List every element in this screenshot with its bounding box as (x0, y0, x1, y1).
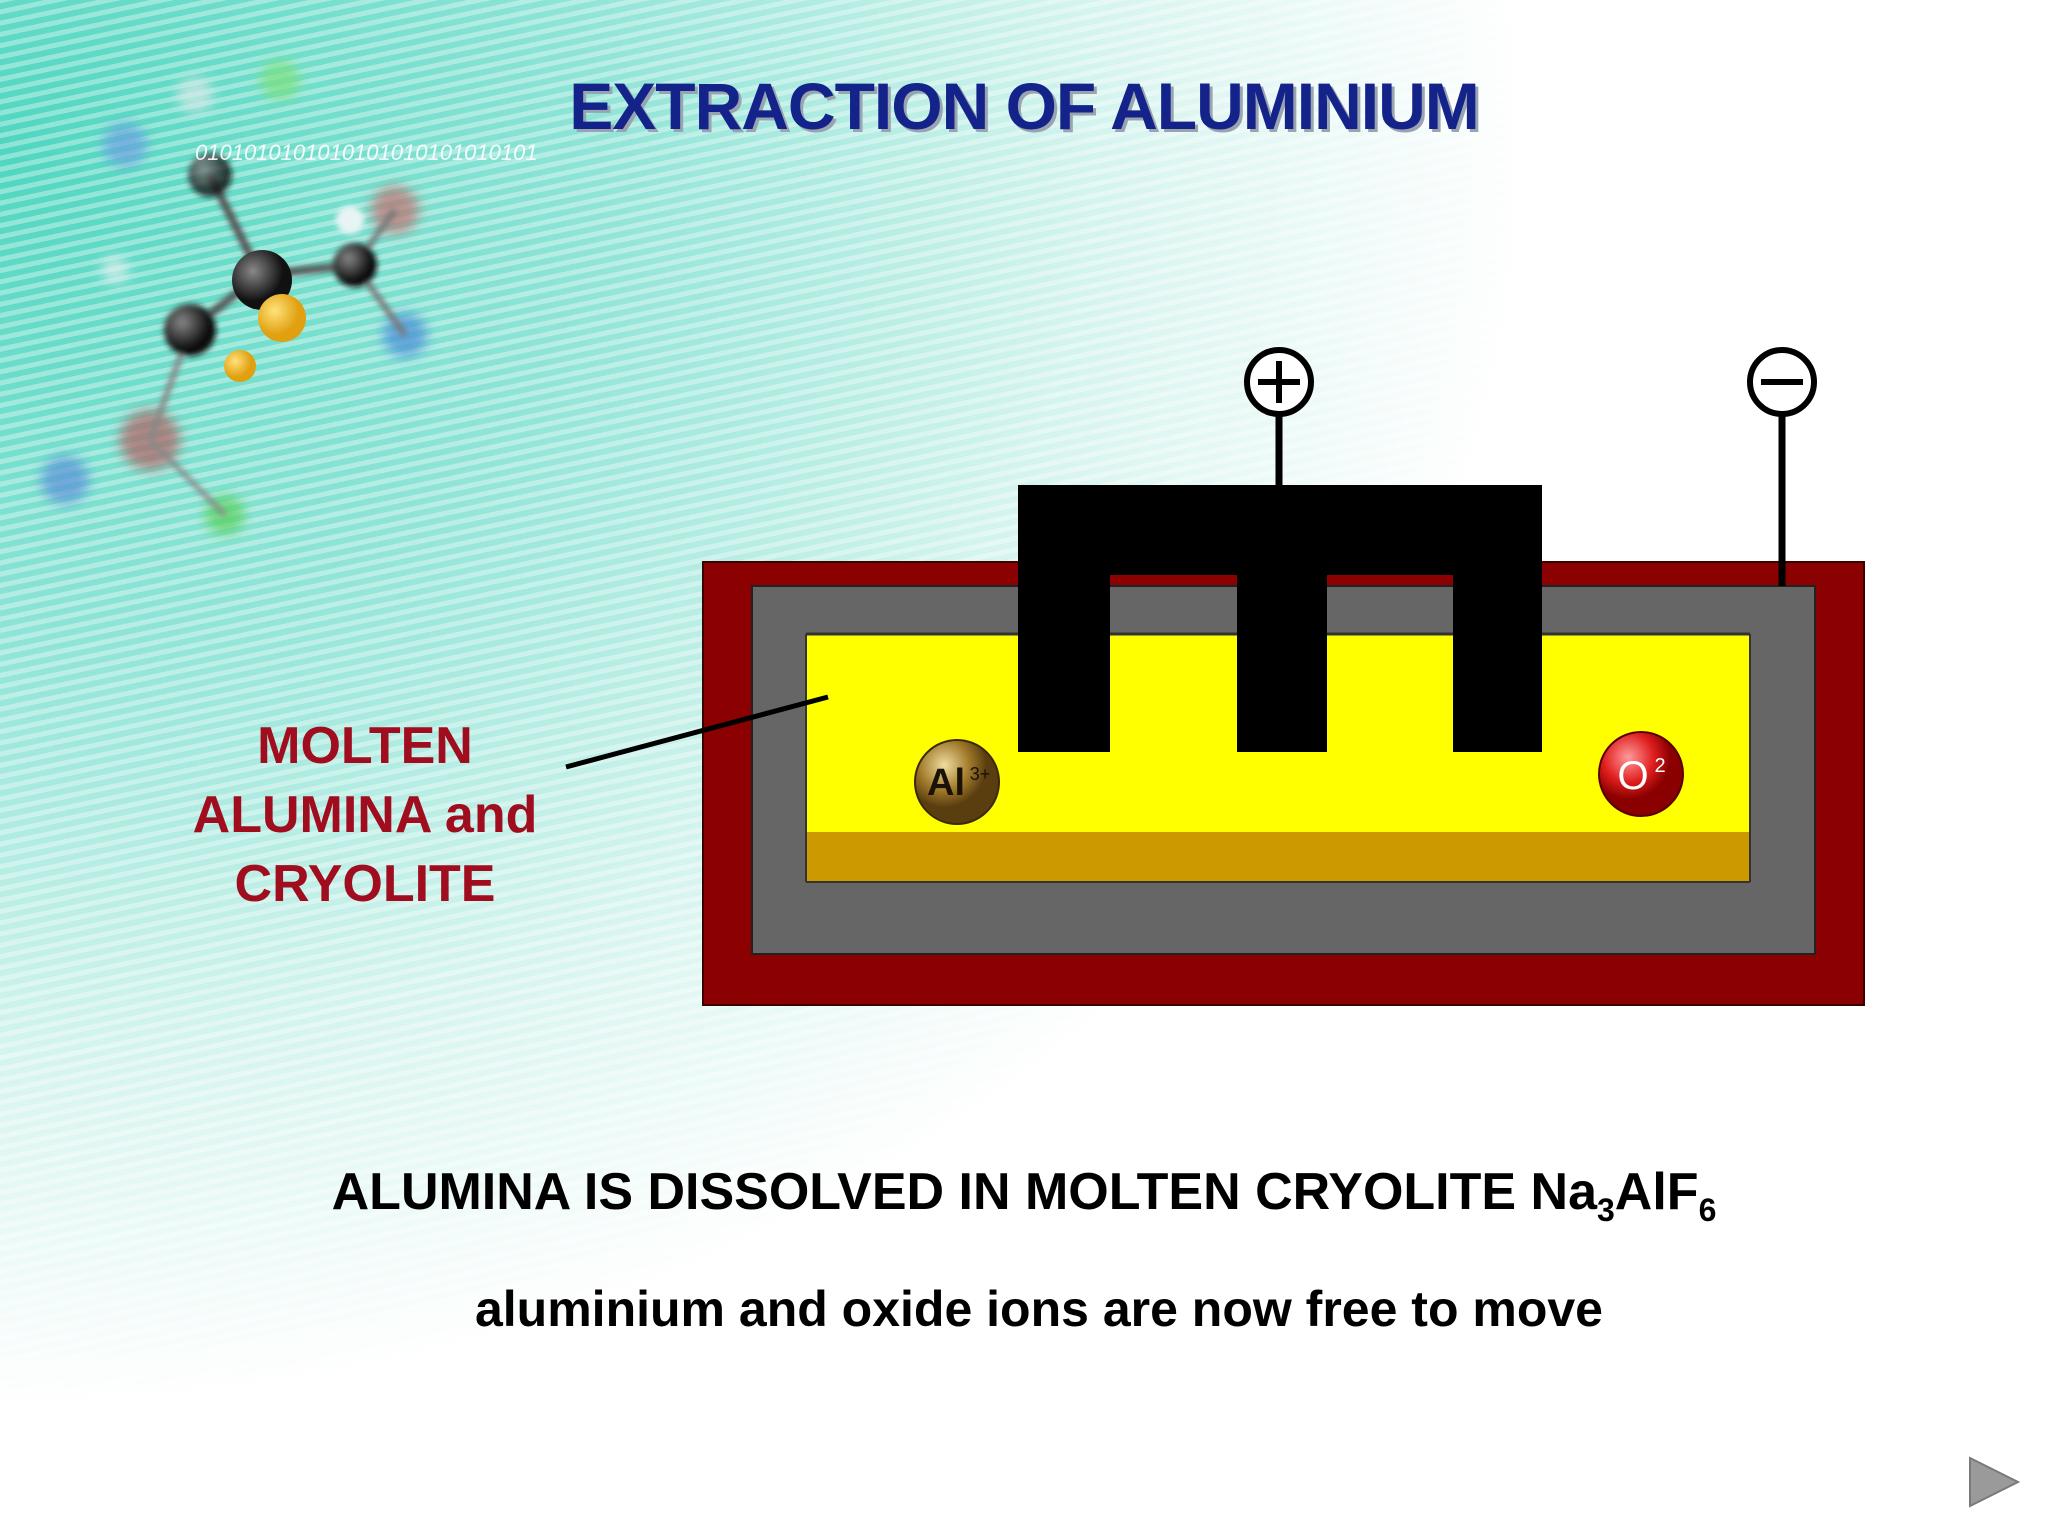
electrolyte-callout-label: MOLTEN ALUMINA and CRYOLITE (140, 712, 590, 919)
molten-aluminium-layer (806, 832, 1750, 882)
formula-mid: AlF (1614, 1163, 1699, 1221)
carbon-anode (1018, 485, 1542, 752)
negative-terminal (1747, 347, 1817, 417)
formula-subscript-6: 6 (1698, 1192, 1717, 1228)
electrolytic-cell-diagram: Al 3+ O 2 (565, 347, 1865, 1006)
caption-secondary: aluminium and oxide ions are now free to… (474, 1281, 1603, 1337)
caption-main: ALUMINA IS DISSOLVED IN MOLTEN CRYOLITE … (0, 1162, 2048, 1229)
callout-line-1: MOLTEN (257, 717, 473, 775)
binary-digits: 0101010101010101010101010101 (195, 140, 538, 165)
oxide-ion-charge: 2 (1654, 755, 1665, 777)
slide-title: EXTRACTION OF ALUMINIUM (569, 69, 1479, 143)
oxide-ion-symbol: O (1617, 754, 1648, 798)
caption-main-text: ALUMINA IS DISSOLVED IN MOLTEN CRYOLITE … (331, 1163, 1597, 1221)
aluminium-ion-symbol: Al (927, 762, 965, 804)
aluminium-ion-charge: 3+ (970, 764, 991, 784)
formula-subscript-3: 3 (1597, 1192, 1615, 1228)
molecule-decoration: 0101010101010101010101010101 (41, 60, 538, 535)
callout-pointer-line (565, 694, 829, 770)
positive-terminal (1244, 347, 1314, 417)
aluminium-ion: Al 3+ (914, 739, 1000, 825)
oxide-ion: O 2 (1598, 731, 1684, 817)
callout-line-2: ALUMINA and (192, 786, 538, 844)
callout-line-3: CRYOLITE (234, 855, 496, 913)
play-triangle-icon[interactable] (1966, 1454, 2022, 1510)
